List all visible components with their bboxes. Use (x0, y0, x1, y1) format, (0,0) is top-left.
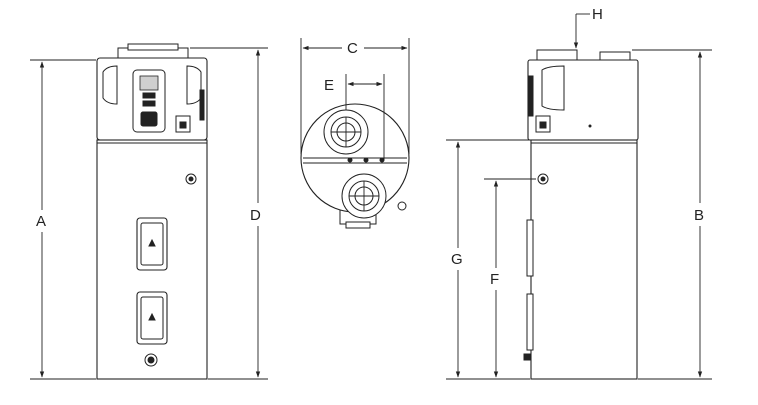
side-tank-body (530, 139, 638, 380)
dimension-d-label: D (250, 207, 261, 224)
side-vent-fins (528, 75, 534, 117)
drain-valve-center (147, 356, 155, 364)
dimension-e: E (324, 74, 385, 160)
left-air-grille (102, 65, 118, 105)
electrical-box-port (179, 121, 187, 129)
top-vent-cap-rim (127, 43, 179, 51)
dimension-a-label: A (36, 213, 46, 230)
side-fitting-center (188, 176, 194, 182)
dimension-f: F (484, 178, 536, 378)
side-fitting (397, 201, 407, 211)
side-drain-valve (523, 353, 531, 361)
front-view (96, 43, 208, 380)
side-vent (199, 89, 205, 121)
dimension-h: H (573, 6, 603, 49)
dimension-g: G (446, 139, 530, 380)
warning-icon (148, 238, 156, 247)
dimension-b: B (632, 49, 712, 380)
side-dot (588, 124, 592, 128)
dimension-c-label: C (347, 40, 358, 57)
side-upper-panel-edge (526, 219, 534, 277)
control-display (139, 75, 159, 91)
connector-dot (363, 157, 369, 163)
warning-icon (148, 312, 156, 321)
connector-dot (379, 157, 385, 163)
control-button (142, 92, 156, 99)
control-knob-area (140, 111, 158, 127)
side-electrical-port (539, 121, 547, 129)
control-button (142, 100, 156, 107)
dimension-f-label: F (490, 271, 499, 288)
side-view (523, 49, 639, 380)
side-top-vent (536, 49, 578, 61)
dimension-e-label: E (324, 77, 334, 94)
bottom-port-flange (345, 221, 371, 229)
dimension-c: C (300, 38, 410, 154)
dimension-d: D (190, 47, 268, 380)
connector-dot (347, 157, 353, 163)
dimension-g-label: G (451, 251, 463, 268)
side-top-vent-rear (599, 51, 631, 61)
top-view (300, 103, 410, 229)
dimension-h-label: H (592, 6, 603, 23)
dimension-b-label: B (694, 207, 704, 224)
side-lower-panel-edge (526, 293, 534, 351)
side-air-grille (541, 65, 565, 111)
dimension-a: A (30, 59, 96, 380)
side-upper-fitting-center (540, 176, 546, 182)
right-air-grille (186, 65, 202, 105)
